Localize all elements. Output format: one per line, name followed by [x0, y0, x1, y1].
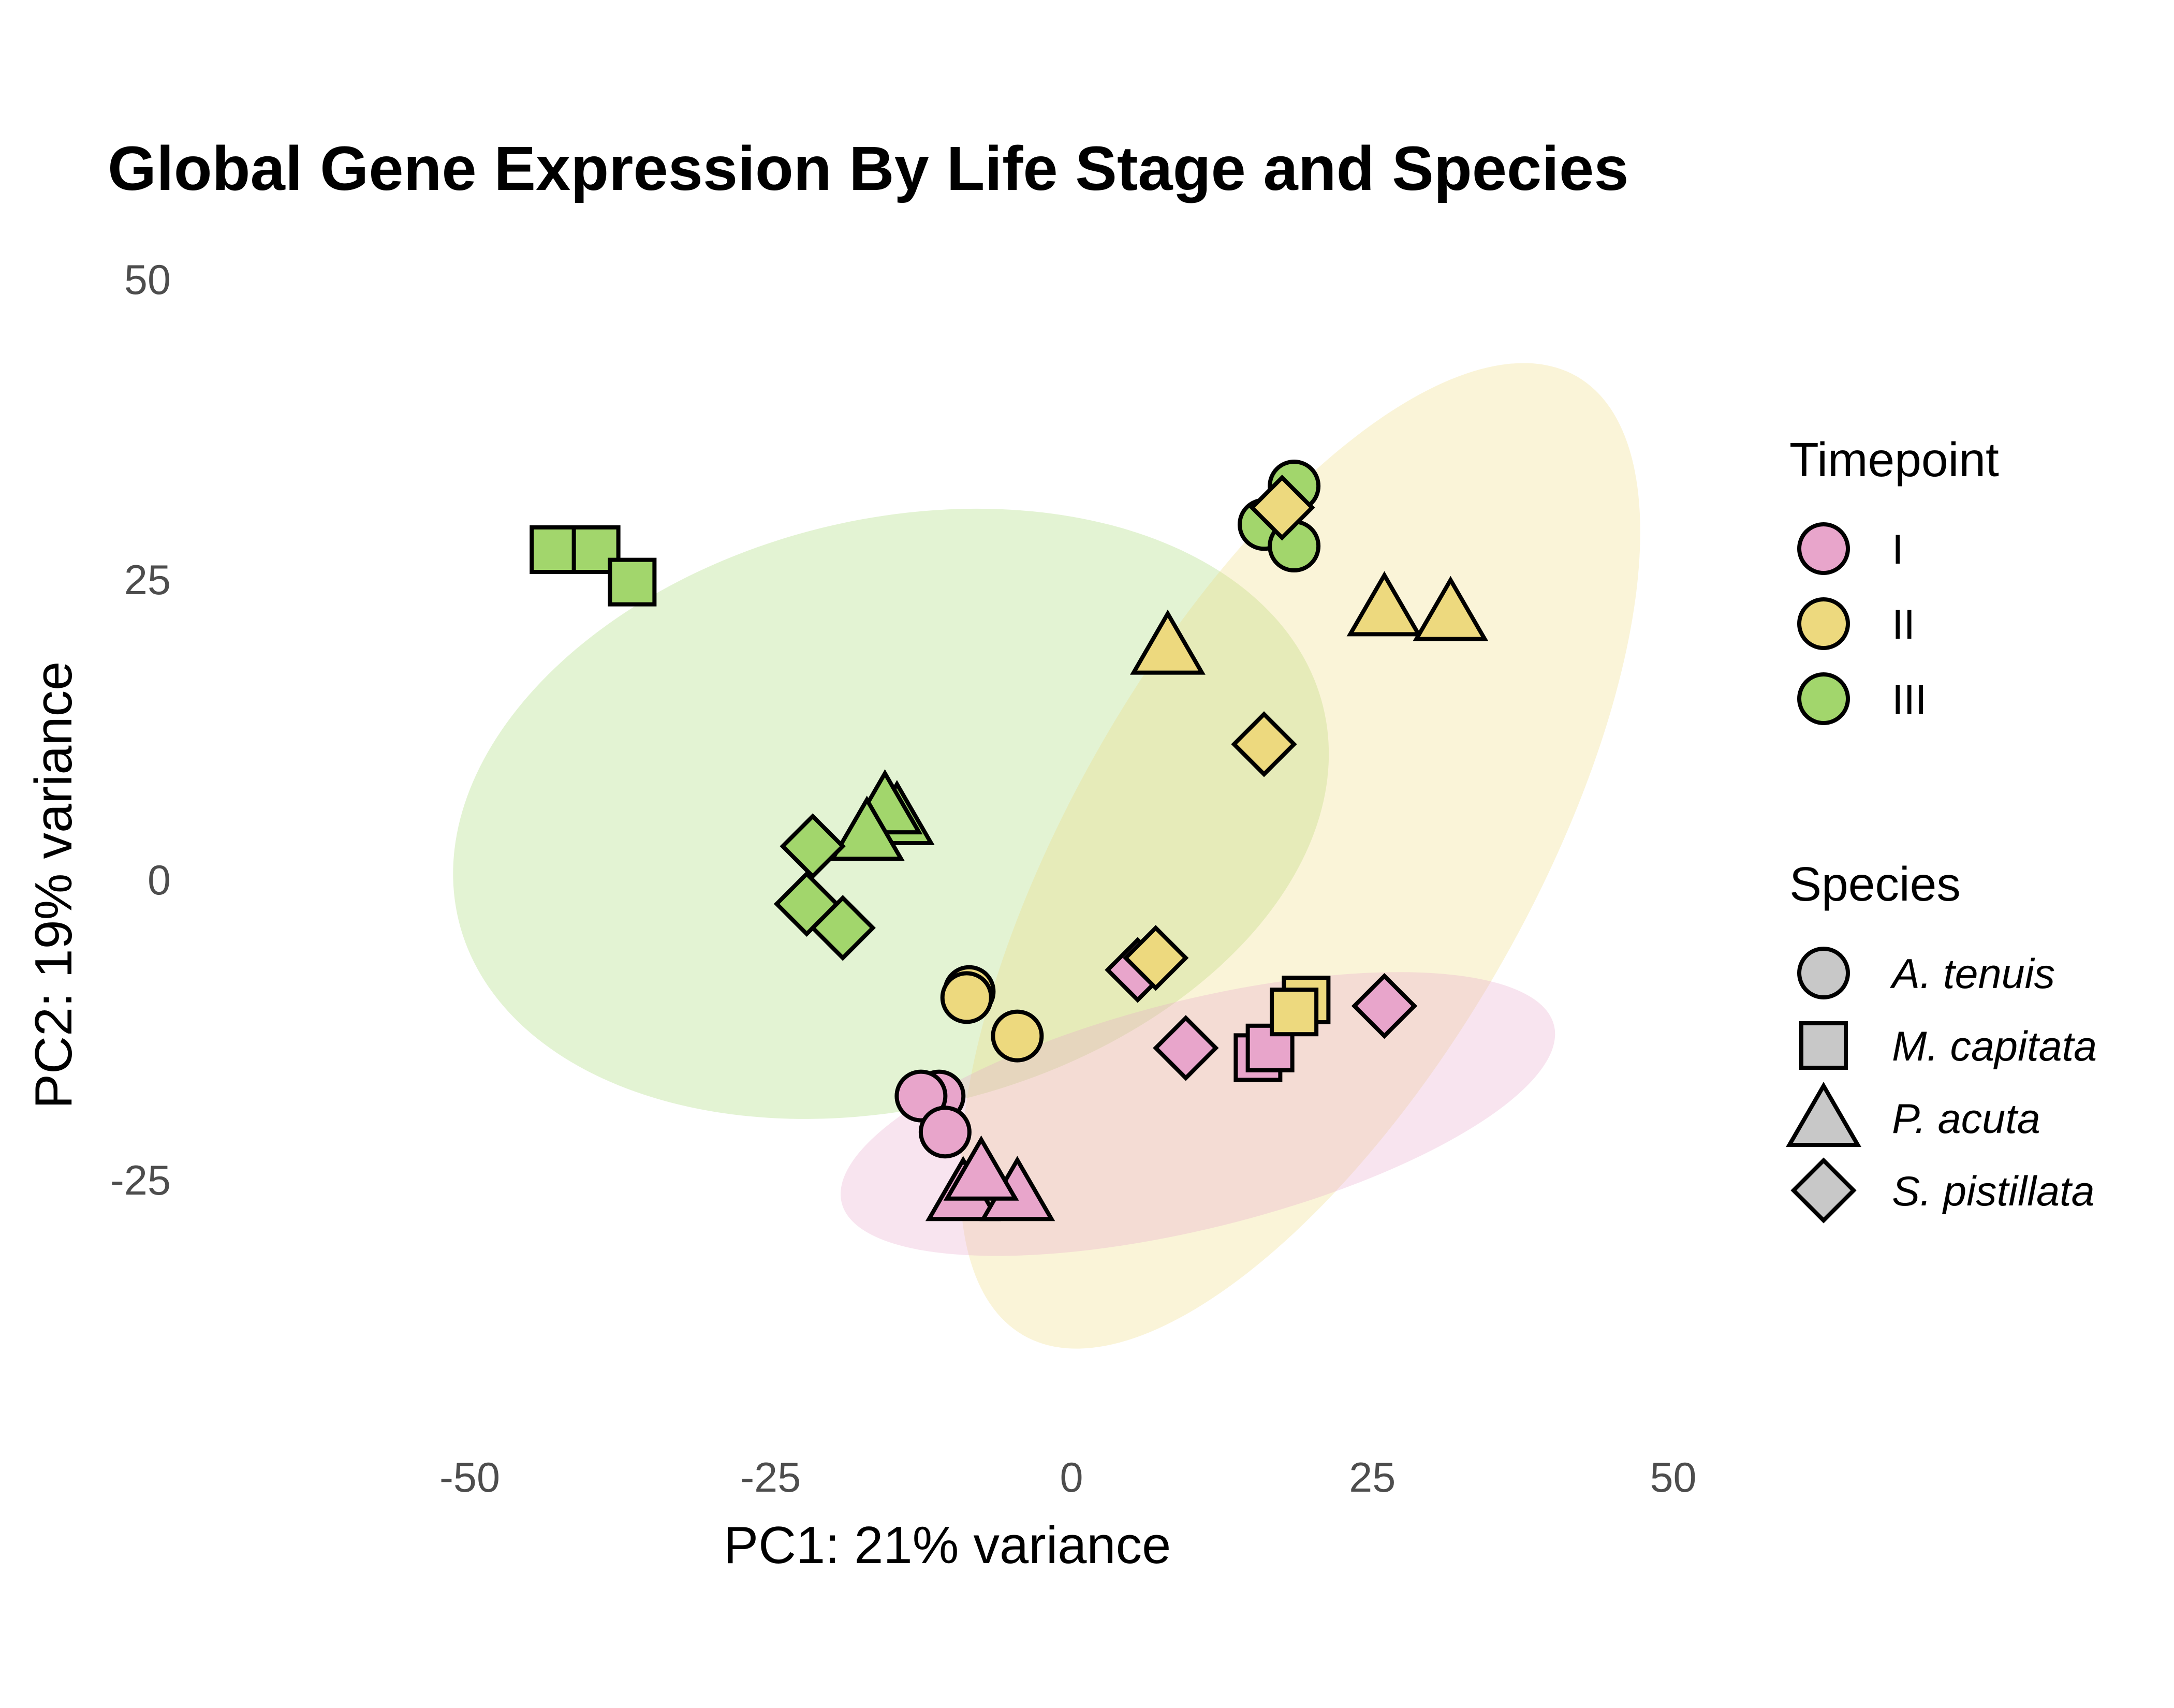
legend-label-timepoint: III — [1892, 676, 1927, 723]
x-tick-label: 0 — [1060, 1454, 1083, 1501]
legend-key-timepoint-I — [1797, 522, 1850, 575]
legend-label-species: M. capitata — [1892, 1023, 2097, 1070]
chart-title: Global Gene Expression By Life Stage and… — [108, 133, 1629, 203]
x-tick-label: -50 — [439, 1454, 500, 1501]
legend-label-timepoint: I — [1892, 526, 1904, 573]
point-triangle-timepoint-II — [1413, 576, 1489, 641]
y-tick-label: 25 — [124, 557, 171, 603]
point-diamond-timepoint-II — [1231, 711, 1297, 777]
point-triangle-timepoint-II — [1346, 571, 1422, 637]
point-circle-timepoint-II — [991, 1009, 1044, 1063]
x-axis: -50 -25 0 25 50 — [439, 1454, 1697, 1501]
point-square-timepoint-II — [1270, 988, 1319, 1037]
x-tick-label: 50 — [1650, 1454, 1696, 1501]
y-axis: 50 25 0 -25 — [110, 257, 171, 1204]
y-tick-label: 50 — [124, 257, 171, 303]
y-tick-label: 0 — [148, 857, 171, 904]
legend-key-timepoint-II — [1797, 597, 1850, 650]
point-diamond-timepoint-III — [780, 813, 846, 879]
ellipse-timepoint-II — [960, 363, 1640, 1349]
point-diamond-timepoint-II — [1123, 925, 1189, 991]
x-tick-label: 25 — [1349, 1454, 1396, 1501]
legend-key-species-triangle — [1786, 1082, 1861, 1147]
legend-label-timepoint: II — [1892, 601, 1915, 648]
point-circle-timepoint-I — [894, 1069, 948, 1123]
point-square-timepoint-III — [608, 557, 657, 607]
data-points — [530, 460, 1489, 1221]
legend-species: Species A. tenuis M. capitata P. acuta S. p… — [1786, 857, 2097, 1224]
point-square-timepoint-III — [530, 525, 579, 574]
legend-label-species: S. pistillata — [1892, 1168, 2095, 1215]
legend-key-species-circle — [1797, 947, 1850, 999]
legend-species-title: Species — [1789, 857, 1961, 911]
legend-timepoint-title: Timepoint — [1789, 433, 1999, 487]
x-tick-label: -25 — [740, 1454, 801, 1501]
legend-key-species-square — [1799, 1021, 1848, 1070]
point-diamond-timepoint-I — [1153, 1015, 1219, 1081]
legend-label-species: P. acuta — [1892, 1096, 2040, 1142]
point-diamond-timepoint-III — [810, 895, 876, 961]
y-tick-label: -25 — [110, 1157, 171, 1204]
point-triangle-timepoint-I — [943, 1135, 1019, 1201]
point-triangle-timepoint-III — [829, 796, 905, 861]
point-circle-timepoint-II — [940, 971, 993, 1024]
point-diamond-timepoint-I — [1351, 973, 1418, 1039]
point-triangle-timepoint-II — [1130, 609, 1206, 675]
legend-label-species: A. tenuis — [1890, 951, 2055, 997]
y-axis-label: PC2: 19% variance — [25, 661, 83, 1109]
legend-key-timepoint-III — [1797, 672, 1850, 725]
x-axis-label: PC1: 21% variance — [724, 1516, 1171, 1574]
point-circle-timepoint-I — [918, 1106, 972, 1159]
point-diamond-timepoint-II — [1249, 475, 1315, 541]
legend-key-species-diamond — [1790, 1157, 1857, 1224]
